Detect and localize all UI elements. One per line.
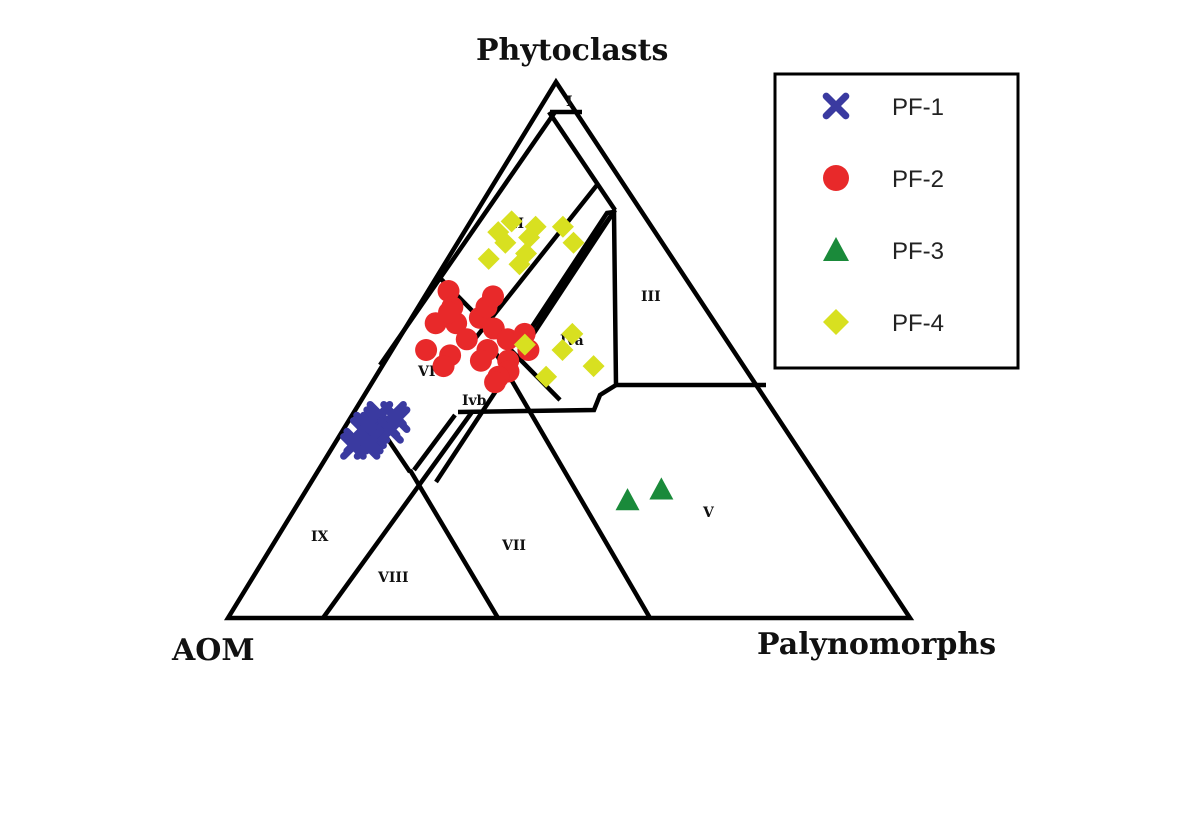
legend-label-pf-2: PF-2: [892, 166, 944, 193]
boundary-VIb: [412, 413, 457, 472]
data-point-pf-4: [551, 339, 574, 361]
legend-label-pf-4: PF-4: [892, 310, 944, 337]
apex-label-aom: AOM: [171, 633, 255, 668]
legend: PF-1PF-2PF-3PF-4: [773, 72, 1020, 370]
data-point-pf-1: [383, 406, 411, 434]
zone-label-VIII: VIII: [377, 570, 409, 586]
apex-label-palynomorphs: Palynomorphs: [757, 627, 996, 662]
zone-label-VII: VII: [501, 538, 526, 554]
legend-marker-pf-2: [823, 165, 849, 191]
data-points: [340, 210, 674, 511]
data-point-pf-3: [615, 488, 640, 511]
zone-boundaries: [321, 109, 766, 620]
data-point-pf-1: [353, 411, 380, 439]
legend-items: PF-1PF-2PF-3PF-4: [822, 92, 944, 337]
data-point-pf-4: [582, 355, 605, 378]
legend-marker-pf-4: [823, 309, 849, 335]
data-point-pf-4: [500, 210, 523, 233]
data-point-pf-4: [477, 247, 500, 270]
legend-marker-pf-1: [822, 92, 850, 120]
data-point-pf-2: [469, 349, 492, 372]
data-point-pf-2: [415, 339, 438, 361]
data-point-pf-4: [551, 215, 574, 238]
data-point-pf-2: [432, 355, 455, 378]
boundary-VIII-right: [408, 468, 500, 620]
data-point-pf-2: [455, 328, 478, 351]
data-point-pf-4: [513, 333, 536, 356]
data-point-pf-4: [561, 322, 584, 345]
boundary-II-inner: [547, 110, 617, 212]
zone-label-V: V: [702, 505, 715, 521]
data-point-pf-4: [535, 365, 558, 388]
data-point-pf-4: [562, 231, 585, 254]
boundary-VI-top: [378, 110, 557, 367]
zone-label-III: III: [641, 289, 661, 305]
zone-label-Ivb: Ivb: [462, 393, 487, 409]
legend-label-pf-1: PF-1: [892, 94, 944, 121]
legend-box: [773, 72, 1020, 370]
data-point-pf-4: [518, 226, 541, 249]
zone-label-IX: IX: [311, 529, 329, 545]
data-point-pf-2: [438, 301, 461, 324]
zone-label-VI: VI: [417, 364, 435, 380]
data-point-pf-2: [482, 285, 504, 308]
legend-label-pf-3: PF-3: [892, 238, 944, 265]
apex-label-phytoclasts: Phytoclasts: [476, 33, 668, 68]
zone-label-I: I: [566, 94, 573, 110]
data-point-pf-4: [494, 231, 517, 254]
data-point-pf-3: [649, 477, 674, 500]
data-point-pf-2: [484, 371, 507, 394]
boundary-V-VII: [492, 348, 652, 620]
boundary-VI-VII: [321, 410, 474, 620]
data-point-pf-2: [496, 328, 519, 351]
legend-marker-pf-3: [823, 237, 849, 262]
data-point-pf-4: [508, 253, 531, 276]
data-point-pf-1: [353, 433, 381, 460]
